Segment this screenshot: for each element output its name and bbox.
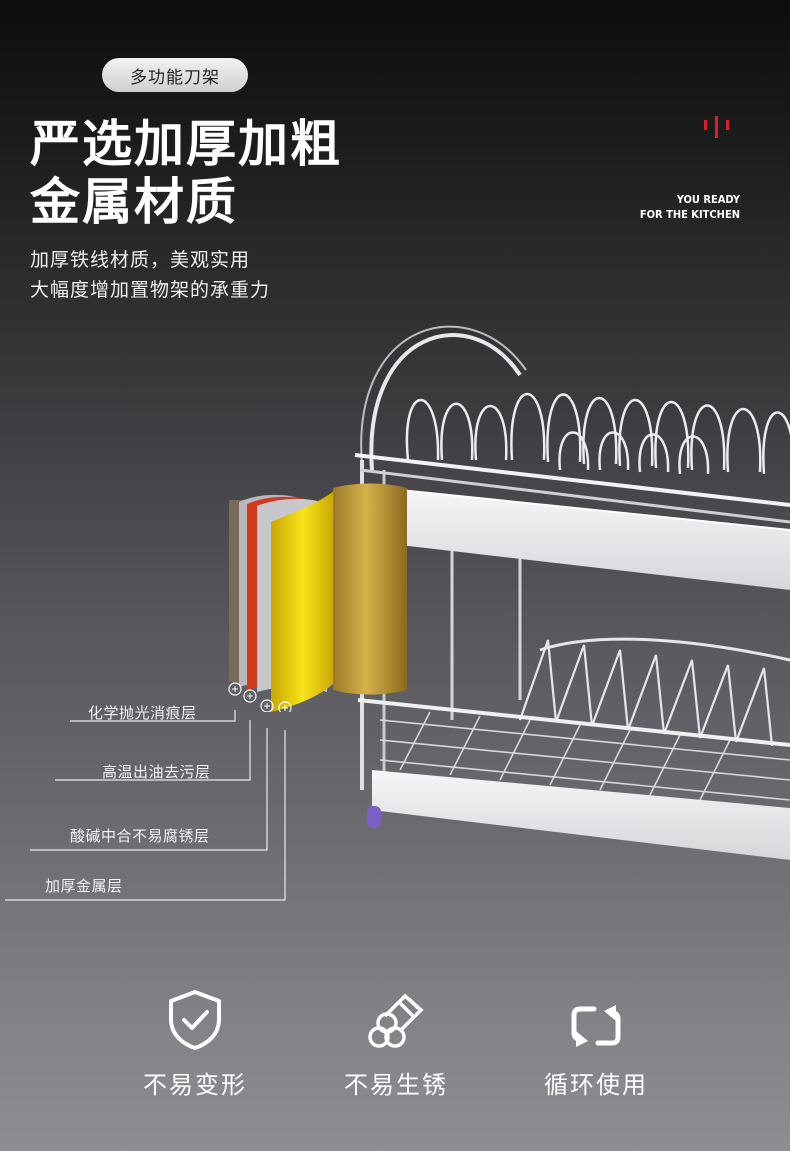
feature-label: 循环使用 [544,1071,648,1099]
brand-text-line-1: YOU READY [676,193,740,206]
material-layers-illustration [228,483,407,712]
headline-line-2: 金属材质 [30,173,238,231]
subtitle-line-1: 加厚铁线材质，美观实用 [30,249,251,271]
feature-label: 不易生锈 [344,1071,448,1099]
feature-no-deform: 不易变形 [105,985,285,1100]
shield-check-icon [169,990,221,1050]
brand-text-line-2: FOR THE KITCHEN [639,208,740,221]
layer-label-oil: 高温出油去污层 [102,763,211,781]
recycle-arrows-icon [571,1005,621,1047]
headline-line-1: 严选加厚加粗 [30,115,342,173]
feature-recyclable: 循环使用 [506,985,686,1100]
brand-mark-icon [704,116,729,138]
brand-logo: YOU READY FOR THE KITCHEN [640,116,740,222]
layer-label-metal: 加厚金属层 [45,877,123,895]
tubes-icon [368,993,424,1048]
category-tag: 多功能刀架 [102,58,248,92]
layer-leader-lines [5,710,286,901]
subtitle-line-2: 大幅度增加置物架的承重力 [30,279,271,301]
feature-no-rust: 不易生锈 [306,985,486,1100]
layer-label-polish: 化学抛光消痕层 [88,704,197,722]
feature-label: 不易变形 [143,1071,247,1099]
layer-label-anticorrosion: 酸碱中合不易腐锈层 [70,827,210,845]
